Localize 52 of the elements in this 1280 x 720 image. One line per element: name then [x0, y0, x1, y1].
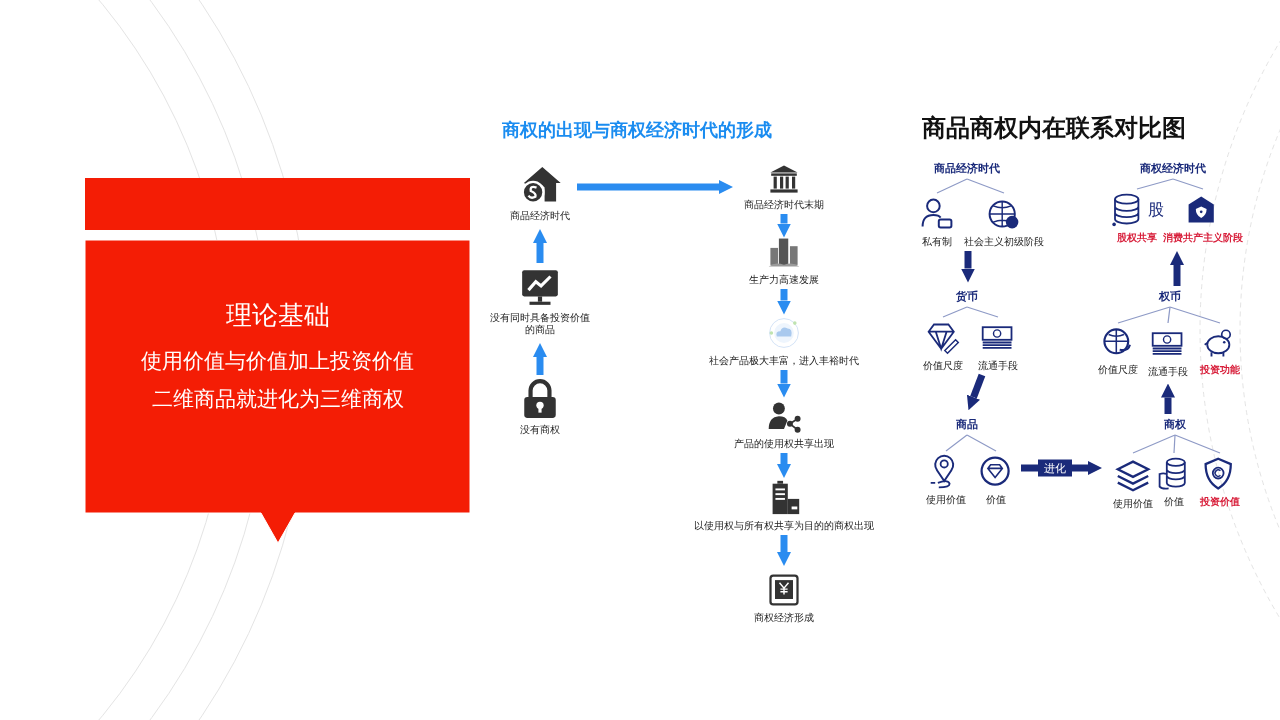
section-heading: 商权的出现与商权经济时代的形成 [502, 118, 772, 142]
item-label: 没有商权 [520, 424, 560, 436]
connector-line [945, 434, 968, 452]
item-label: 私有制 [922, 236, 952, 248]
item-label: 流通手段 [978, 360, 1018, 372]
item-label: 使用价值 [926, 494, 966, 506]
connector-line [966, 306, 999, 318]
connector-line [966, 434, 997, 452]
panel-text: 使用价值与价值加上投资价值 [141, 348, 414, 375]
icon-glyph: 股 [1147, 199, 1164, 221]
level-heading: 商品经济时代 [934, 161, 1000, 176]
section-heading: 商品商权内在联系对比图 [922, 113, 1186, 144]
level-heading: 权币 [1159, 289, 1181, 304]
connector-line [1172, 178, 1204, 190]
item-label: 社会产品极大丰富，进入丰裕时代 [709, 355, 859, 367]
connector-line [942, 306, 968, 318]
connector-line [936, 178, 968, 194]
item-label: 消费共产主义阶段 [1163, 232, 1243, 244]
item-label: 商权经济形成 [754, 612, 814, 624]
item-label: 投资功能 [1200, 364, 1240, 376]
item-label: 流通手段 [1148, 366, 1188, 378]
item-label: 生产力高速发展 [749, 274, 819, 286]
item-label: 使用价值 [1113, 498, 1153, 510]
panel-text: 二维商品就进化为三维商权 [151, 386, 404, 413]
item-label: 价值尺度 [1098, 364, 1138, 376]
level-heading: 货币 [956, 289, 978, 304]
connector-line [1173, 434, 1176, 454]
item-label: 商品经济时代 [510, 210, 570, 222]
item-label: 以使用权与所有权共享为目的的商权出现 [694, 520, 874, 532]
connector-line [966, 178, 1005, 194]
connector-line [1136, 178, 1174, 190]
level-heading: 商权经济时代 [1140, 161, 1206, 176]
item-label: 投资价值 [1200, 496, 1240, 508]
item-label: 股权共享 [1117, 232, 1157, 244]
item-label: 没有同时具备投资价值的商品 [490, 312, 590, 336]
item-label: 价值 [986, 494, 1006, 506]
level-heading: 商品 [956, 417, 978, 432]
arrow [966, 373, 986, 411]
connector-line [1174, 434, 1221, 454]
connector-line [1117, 306, 1171, 324]
connector-line [1169, 306, 1221, 324]
connector-line [1167, 306, 1171, 324]
connector-line [1132, 434, 1176, 454]
level-heading: 商权 [1164, 417, 1186, 432]
callout-panel [85, 240, 470, 543]
panel-heading: 理论基础 [225, 299, 330, 332]
item-label: 价值 [1164, 496, 1184, 508]
edge-label: 进化 [1037, 459, 1072, 477]
item-label: 价值尺度 [923, 360, 963, 372]
item-label: 产品的使用权共享出现 [734, 438, 834, 450]
item-label: 商品经济时代末期 [744, 199, 824, 211]
item-label: 社会主义初级阶段 [964, 236, 1044, 248]
